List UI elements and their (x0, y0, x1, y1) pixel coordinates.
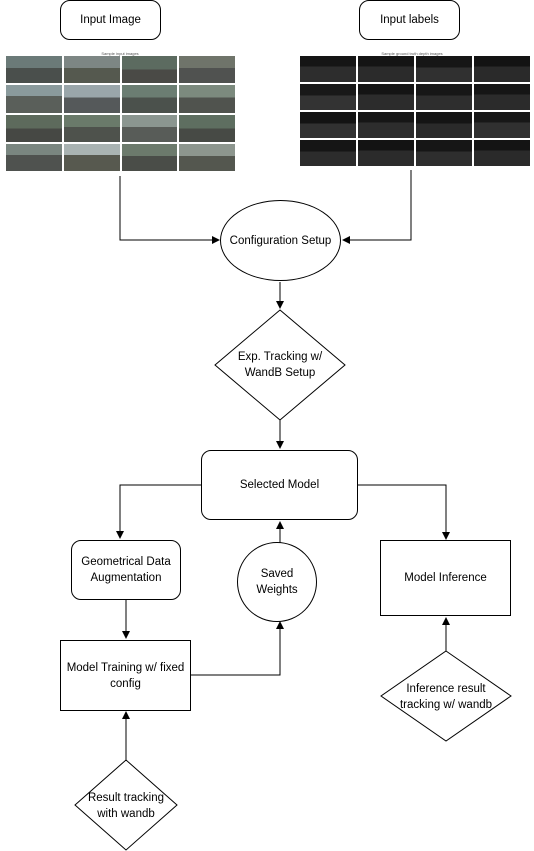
edge-model-to-inference (358, 484, 450, 540)
input-labels-label: Input labels (380, 14, 439, 26)
selected-model-label: Selected Model (239, 479, 320, 491)
street-tile (6, 56, 62, 84)
selected-model-node: Selected Model (201, 450, 358, 520)
depth-tile (300, 56, 356, 82)
configuration-setup-label: Configuration Setup (229, 234, 332, 247)
street-tile (63, 85, 120, 113)
model-training-node: Model Training w/ fixed config (60, 640, 191, 711)
input-image-label: Input Image (80, 14, 141, 26)
street-tile (179, 85, 235, 113)
depth-tile (416, 112, 472, 138)
input-labels-node: Input labels (359, 0, 460, 40)
geometrical-augmentation-label: Geometrical Data Augmentation (81, 556, 171, 584)
input-image-node: Input Image (60, 0, 161, 40)
depth-tile (416, 56, 472, 82)
depth-tile (358, 56, 414, 82)
street-tile (63, 114, 120, 142)
depth-tile (358, 84, 414, 110)
street-tile (179, 56, 235, 84)
depth-tile (358, 140, 414, 166)
depth-tile (474, 56, 530, 82)
saved-weights-node: Saved Weights (237, 542, 317, 622)
street-tile (63, 143, 120, 171)
depth-tile (416, 84, 472, 110)
edge-training-to-weights (191, 621, 284, 676)
street-tile (121, 85, 178, 113)
inference-tracking-diamond (380, 650, 512, 742)
result-tracking-node: Result tracking with wandb (78, 786, 174, 826)
configuration-setup-node: Configuration Setup (220, 200, 341, 281)
street-tile (121, 143, 178, 171)
street-tile (179, 114, 235, 142)
street-tile (179, 143, 235, 171)
sample-input-images-figure: Sample input images (0, 50, 240, 176)
saved-weights-label: Saved Weights (256, 568, 298, 596)
depth-tile (358, 112, 414, 138)
result-tracking-diamond (74, 759, 178, 851)
depth-tile (416, 140, 472, 166)
sample-input-images-title: Sample input images (101, 51, 139, 56)
sample-depth-images-title: Sample ground truth depth images (381, 51, 443, 56)
model-inference-label: Model Inference (404, 572, 487, 584)
depth-image-grid (300, 56, 530, 166)
model-inference-node: Model Inference (380, 540, 511, 616)
result-tracking-label: Result tracking with wandb (87, 792, 165, 820)
geometrical-augmentation-node: Geometrical Data Augmentation (71, 540, 181, 600)
exp-tracking-label: Exp. Tracking w/ WandB Setup (237, 351, 323, 379)
inference-tracking-label: Inference result tracking w/ wandb (399, 683, 493, 711)
street-tile (121, 114, 178, 142)
street-tile (6, 85, 62, 113)
street-tile (63, 56, 120, 84)
edge-model-to-geo (116, 484, 201, 539)
input-image-grid (6, 56, 235, 171)
street-tile (6, 114, 62, 142)
edge-labels-to-config (342, 170, 412, 244)
depth-tile (474, 112, 530, 138)
exp-tracking-node: Exp. Tracking w/ WandB Setup (230, 345, 330, 385)
depth-tile (300, 140, 356, 166)
model-training-label: Model Training w/ fixed config (66, 661, 185, 690)
edge-image-to-config (119, 176, 220, 244)
exp-tracking-diamond (214, 309, 346, 421)
street-tile (121, 56, 178, 84)
depth-tile (474, 140, 530, 166)
sample-depth-images-figure: Sample ground truth depth images (290, 50, 534, 170)
depth-tile (300, 112, 356, 138)
depth-tile (300, 84, 356, 110)
street-tile (6, 143, 62, 171)
inference-tracking-node: Inference result tracking w/ wandb (391, 677, 501, 717)
depth-tile (474, 84, 530, 110)
